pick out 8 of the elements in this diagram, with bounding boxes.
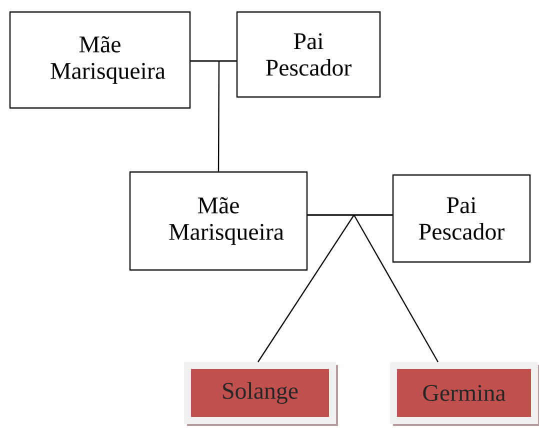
name-box: Germina: [390, 362, 539, 426]
descent-line: [307, 214, 439, 363]
person-box: Pai Pescador: [236, 11, 381, 98]
person-box: Mãe Marisqueira: [9, 11, 191, 109]
descent-line: [190, 60, 237, 172]
name-box: Solange: [184, 362, 338, 426]
person-box: Mãe Marisqueira: [129, 171, 308, 271]
person-box: Pai Pescador: [392, 174, 531, 263]
